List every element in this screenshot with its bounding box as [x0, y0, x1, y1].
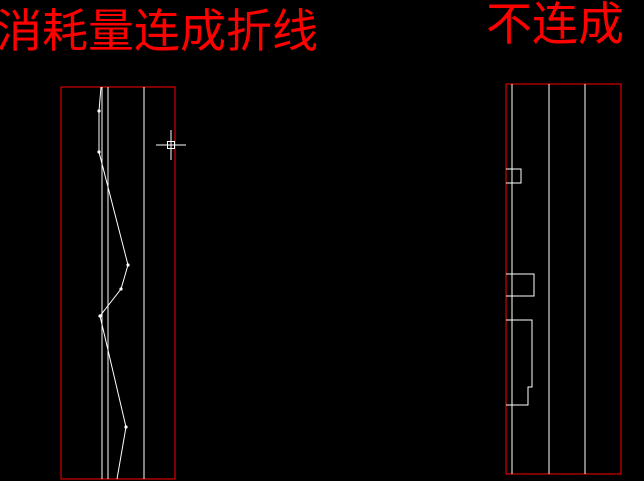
vertex: [97, 109, 101, 113]
step-block-3[interactable]: [506, 319, 533, 406]
left-frame[interactable]: [60, 86, 176, 480]
consumption-polyline[interactable]: [98, 86, 129, 480]
left-column-drawing[interactable]: [60, 86, 176, 480]
vertex: [124, 425, 128, 429]
crosshair-pickbox-icon: [156, 130, 186, 160]
label-not-connected[interactable]: 不连成: [486, 0, 624, 51]
vertex: [97, 150, 101, 154]
step-block-2[interactable]: [506, 273, 535, 297]
label-consumption-polyline[interactable]: 消耗量连成折线: [0, 4, 318, 58]
consumption-steps[interactable]: [506, 168, 535, 406]
vertex: [98, 314, 102, 318]
vertex: [119, 287, 123, 291]
step-block-1[interactable]: [506, 168, 522, 184]
right-frame[interactable]: [505, 83, 622, 475]
right-column-drawing[interactable]: [505, 83, 622, 475]
vertex: [126, 263, 130, 267]
polyline-vertices: [97, 109, 130, 429]
